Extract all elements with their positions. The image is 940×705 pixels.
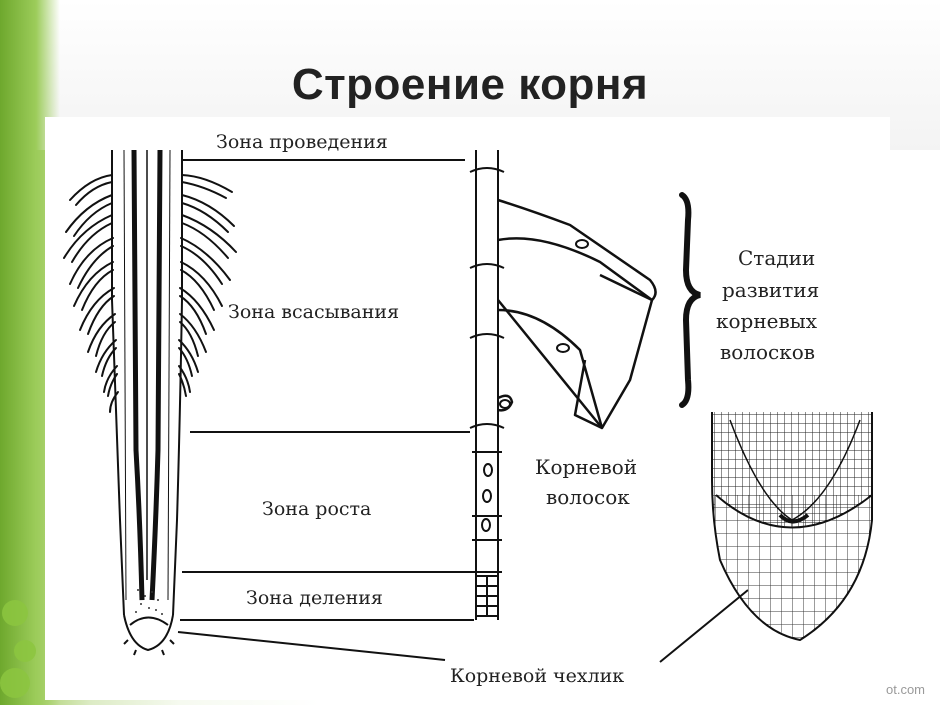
label-growth-zone: Зона роста [262,498,371,520]
watermark: ot.com [886,682,926,697]
label-absorption-zone: Зона всасывания [228,301,399,323]
decor-dot [0,668,30,698]
root-hairs-right [178,174,237,397]
root-hairs-left [63,174,119,413]
label-stages-line1: Стадии [738,246,815,270]
label-root-hair-line2: волосок [546,485,630,509]
label-root-cap: Корневой чехлик [450,665,624,687]
root-tip-outline [711,412,873,642]
cell-nuclei [481,239,589,532]
stages-brace [679,192,701,408]
slide-title: Строение корня [291,60,649,109]
label-stages-line2: развития [722,278,819,302]
epidermis-cells [469,150,505,620]
label-conduction-zone: Зона проведения [216,131,388,153]
label-stages-line4: волосков [720,340,815,364]
root-cap-pointer [659,589,749,663]
root-illustration [111,149,183,616]
label-stages-line3: корневых [716,309,818,333]
root-cap-illustration [123,614,175,656]
zone-dividers [177,159,474,661]
label-root-hair-line1: Корневой [535,455,637,479]
label-division-zone: Зона деления [246,587,383,609]
root-hair-stages [497,198,657,430]
decor-dot [14,640,36,662]
decor-dot [2,600,28,626]
meristem-dots [135,589,163,615]
root-tip-section [712,412,872,640]
